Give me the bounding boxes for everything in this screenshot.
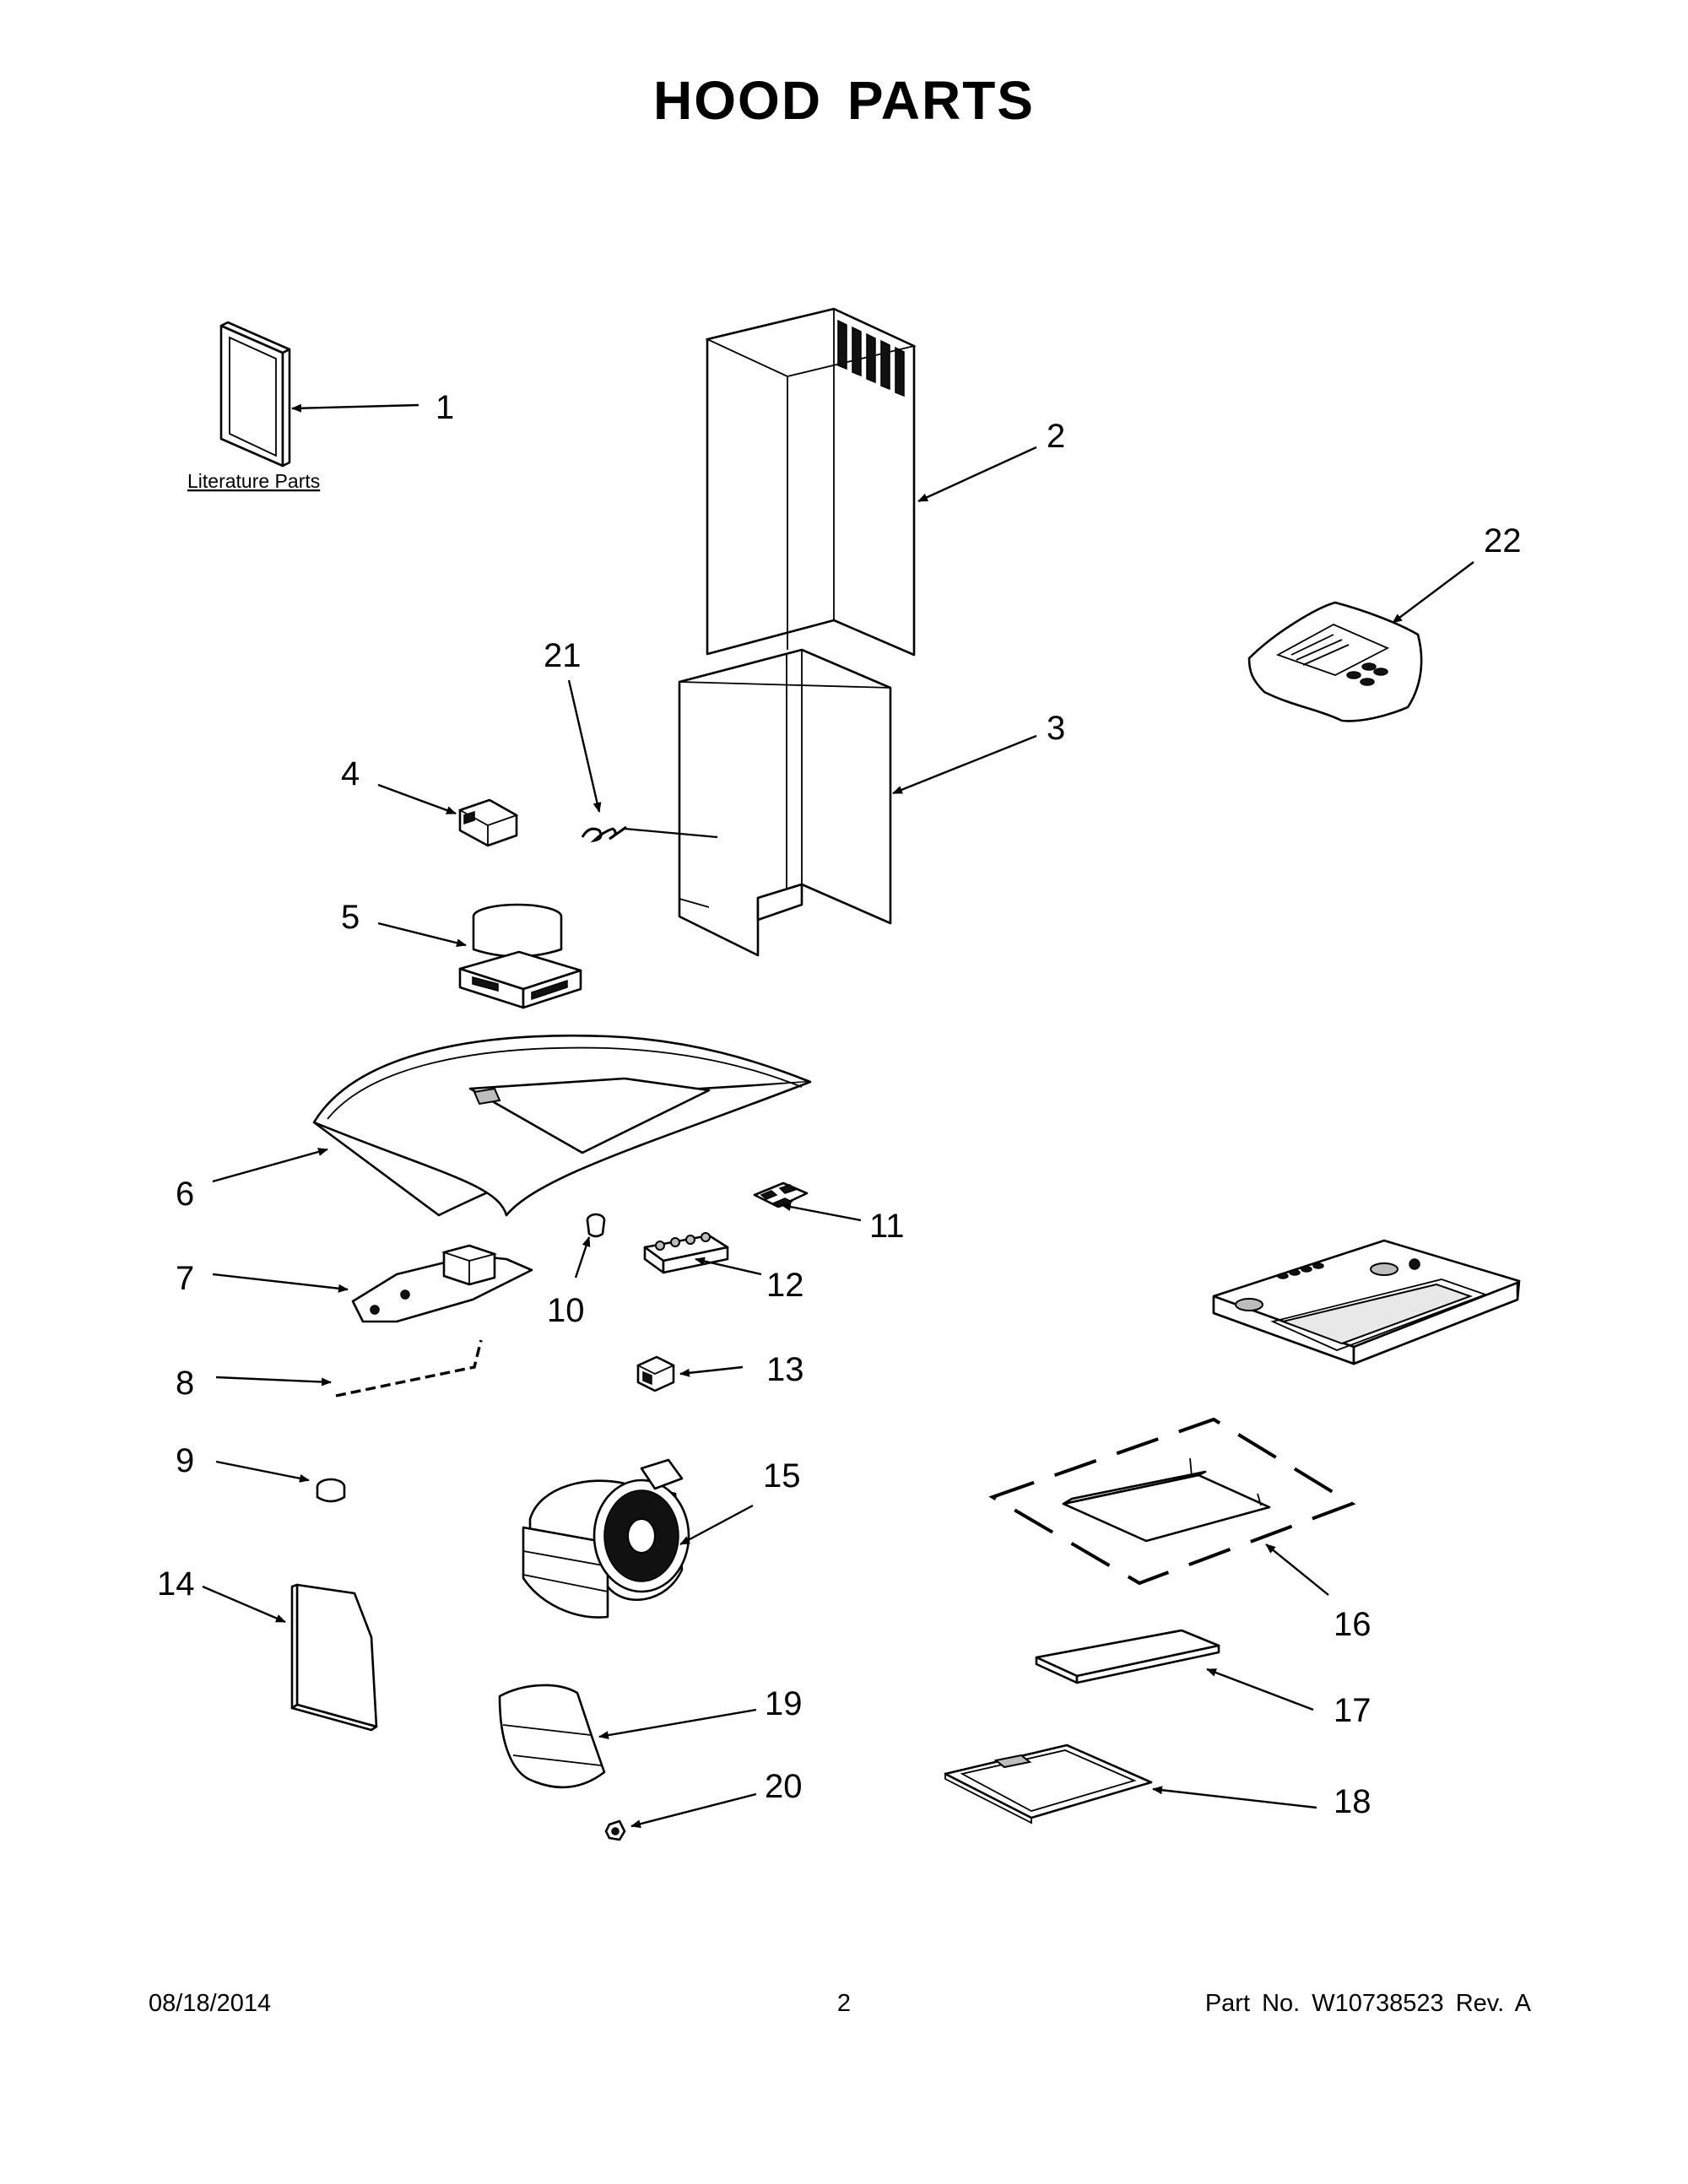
callout-4: 4 bbox=[341, 755, 360, 792]
footer-date: 08/18/2014 bbox=[149, 1990, 272, 2017]
part-22-control-overlay[interactable] bbox=[1247, 601, 1423, 722]
callout-14: 14 bbox=[157, 1565, 195, 1603]
part-5-damper[interactable] bbox=[458, 903, 582, 1009]
callout-21: 21 bbox=[544, 637, 582, 674]
callout-8: 8 bbox=[176, 1365, 194, 1402]
part-17-charcoal-filter[interactable] bbox=[1035, 1629, 1220, 1684]
part-1-literature[interactable] bbox=[219, 321, 291, 468]
callout-18: 18 bbox=[1334, 1783, 1372, 1820]
callout-20: 20 bbox=[765, 1768, 803, 1805]
part-9-nut[interactable] bbox=[316, 1478, 346, 1503]
part-18-grease-filter[interactable] bbox=[944, 1743, 1153, 1825]
hood-body-assembly[interactable] bbox=[1212, 1239, 1521, 1365]
callout-15: 15 bbox=[763, 1457, 801, 1495]
callout-1: 1 bbox=[436, 389, 454, 426]
part-6-glass-canopy[interactable] bbox=[312, 1034, 812, 1217]
footer-page-number: 2 bbox=[836, 1990, 852, 2017]
callout-3: 3 bbox=[1047, 710, 1065, 747]
callout-5: 5 bbox=[341, 899, 360, 936]
literature-parts-label: Literature Parts bbox=[187, 470, 320, 492]
part-7-control-housing[interactable] bbox=[351, 1244, 533, 1323]
callout-16: 16 bbox=[1334, 1606, 1372, 1643]
callout-13: 13 bbox=[766, 1351, 804, 1388]
part-15-blower[interactable] bbox=[522, 1458, 690, 1619]
callout-6: 6 bbox=[176, 1176, 194, 1213]
part-11-circuit-board[interactable] bbox=[753, 1181, 809, 1208]
callout-19: 19 bbox=[765, 1685, 803, 1722]
callout-10: 10 bbox=[547, 1292, 585, 1329]
callout-12: 12 bbox=[766, 1267, 804, 1304]
callout-22: 22 bbox=[1484, 522, 1522, 560]
page-title: HOOD PARTS bbox=[653, 70, 1035, 131]
footer-part-number: Part No. W10738523 Rev. A bbox=[1204, 1990, 1531, 2017]
part-8-wire-strip[interactable] bbox=[335, 1339, 483, 1397]
vent-slots bbox=[837, 319, 905, 397]
part-10-switch[interactable] bbox=[586, 1213, 606, 1238]
callout-11: 11 bbox=[869, 1208, 905, 1245]
callout-9: 9 bbox=[176, 1442, 194, 1479]
callout-17: 17 bbox=[1334, 1692, 1372, 1729]
part-14-filter-panel[interactable] bbox=[290, 1583, 378, 1732]
part-16-filter-assembly[interactable] bbox=[988, 1417, 1356, 1586]
callout-2: 2 bbox=[1047, 418, 1065, 455]
callout-7: 7 bbox=[176, 1260, 194, 1297]
callout-numbers: 1 2 3 4 5 6 7 8 9 10 11 12 13 14 15 16 1… bbox=[157, 389, 1522, 1820]
part-12-button-switch[interactable] bbox=[643, 1232, 729, 1274]
part-20-fastener[interactable] bbox=[604, 1819, 626, 1841]
leader-lines bbox=[202, 403, 1474, 1829]
part-19-blower-shell[interactable] bbox=[498, 1684, 606, 1789]
part-13-small-box[interactable] bbox=[636, 1355, 676, 1392]
part-21-logo-badge[interactable] bbox=[581, 825, 718, 843]
part-2-upper-chimney[interactable] bbox=[705, 307, 917, 657]
part-3-lower-chimney[interactable] bbox=[678, 648, 892, 957]
part-4-bracket[interactable] bbox=[457, 798, 519, 847]
